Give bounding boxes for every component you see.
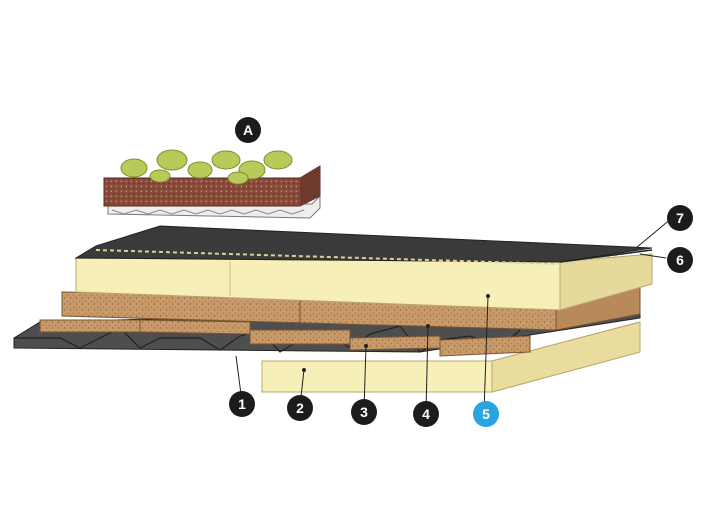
- marker-2: 2: [287, 395, 313, 421]
- marker-3: 3: [351, 399, 377, 425]
- svg-text:3: 3: [360, 404, 368, 420]
- svg-text:6: 6: [676, 252, 684, 268]
- svg-text:5: 5: [482, 406, 490, 422]
- svg-text:2: 2: [296, 400, 304, 416]
- marker-5: 5: [473, 401, 499, 427]
- svg-text:7: 7: [676, 210, 684, 226]
- marker-4: 4: [413, 401, 439, 427]
- marker-1: 1: [229, 391, 255, 417]
- marker-a: A: [235, 117, 261, 143]
- bottom-insulation-block: [261, 321, 641, 393]
- svg-text:1: 1: [238, 396, 246, 412]
- insulation-slab: [75, 253, 653, 311]
- plants: [120, 149, 293, 185]
- marker-7: 7: [667, 205, 693, 231]
- marker-6: 6: [667, 247, 693, 273]
- green-roof-module: [103, 149, 321, 219]
- svg-text:A: A: [243, 122, 253, 138]
- svg-text:4: 4: [422, 406, 430, 422]
- board-layer-lower: [39, 319, 531, 357]
- waterproof-membrane: [74, 225, 653, 266]
